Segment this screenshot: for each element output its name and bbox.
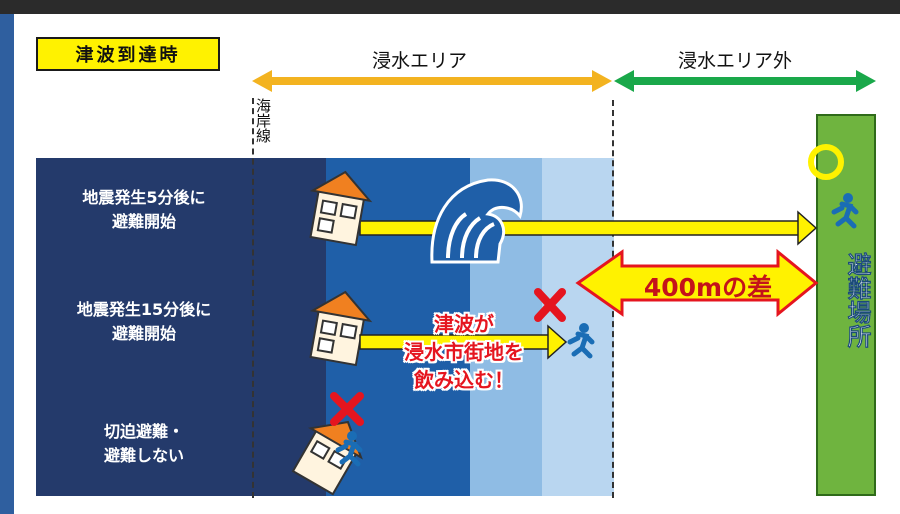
coastline-label: 海岸線 [254,98,272,143]
inundation-zone-arrow [252,70,612,92]
callout-line2: 浸水市街地を [404,340,524,364]
title-badge: 津波到達時 [36,37,220,71]
row-label-no-evac: 切迫避難・ 避難しない [36,420,252,468]
row-label-15min-line1: 地震発生15分後に [76,300,212,319]
runner-icon [335,431,363,467]
row-label-5min-line2: 避難開始 [111,212,176,231]
house-icon [309,290,373,367]
row-label-no-evac-line1: 切迫避難・ [103,422,184,441]
row-label-5min-line1: 地震発生5分後に [82,188,206,207]
runner-icon [831,193,859,229]
zone-label-inundation: 浸水エリア [372,50,468,72]
x-mark-icon [330,392,364,426]
coastline-dash [252,98,254,498]
row-label-15min-line2: 避難開始 [111,324,176,343]
difference-label: 400mの差 [643,273,773,302]
runner-icon [567,323,595,359]
tsunami-callout: 津波が 浸水市街地を 飲み込む！ [384,310,544,394]
band-edge [542,158,614,496]
callout-line1: 津波が [434,312,494,336]
top-bar [0,0,900,14]
circle-mark-icon [808,144,844,180]
outside-zone-arrow [614,70,876,92]
left-bar [0,14,14,514]
difference-double-arrow [575,248,819,318]
evac-arrow-5min [359,210,818,246]
house-icon [309,170,373,247]
evac-arrow-15min [359,324,568,360]
row-label-5min: 地震発生5分後に 避難開始 [36,186,252,234]
x-mark-icon [534,288,566,322]
row-label-no-evac-line2: 避難しない [103,446,184,465]
tsunami-wave-icon [430,178,523,264]
band-coast-area [36,158,326,496]
callout-line3: 飲み込む！ [414,368,514,392]
shelter-label: 避難場所 [843,252,871,348]
row-label-15min: 地震発生15分後に 避難開始 [36,298,252,346]
zone-label-outside: 浸水エリア外 [678,50,793,72]
